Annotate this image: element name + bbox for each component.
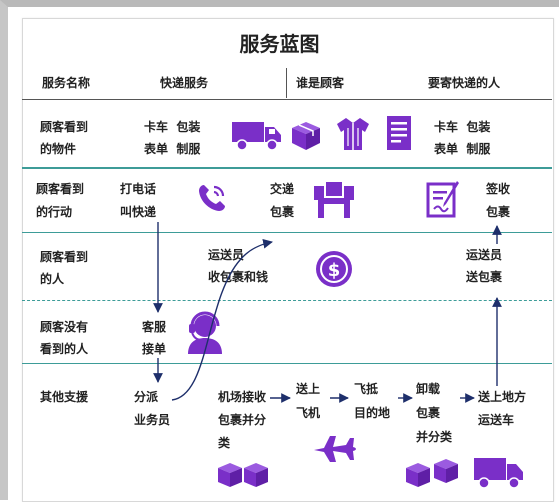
people-courier2-2: 送包裹	[466, 270, 503, 284]
people-courier-2: 收包裹和钱	[208, 270, 269, 284]
dollar-coin-icon: $	[315, 250, 353, 288]
uniform-icon	[335, 116, 371, 152]
row-actions-label-1: 顾客看到	[36, 182, 85, 196]
support-unload-2: 包裹	[416, 406, 441, 420]
airplane-icon	[312, 432, 358, 464]
support-plane-2: 飞机	[296, 406, 321, 420]
box-icon	[290, 120, 322, 152]
sign-form-icon	[426, 180, 462, 218]
support-truck-2: 运送车	[478, 413, 515, 427]
support-unload-1: 卸载	[416, 382, 441, 396]
support-plane-1: 送上	[296, 382, 321, 396]
svg-text:$: $	[328, 260, 341, 281]
row-actions-label-2: 的行动	[36, 205, 73, 219]
row-objects-label-2: 的物件	[40, 142, 77, 156]
support-arrive-1: 飞抵	[354, 382, 379, 396]
action-call-1: 打电话	[120, 182, 157, 196]
action-sign-1: 签收	[486, 182, 511, 196]
row-support-label: 其他支援	[40, 390, 89, 404]
row-divider-3	[22, 300, 552, 301]
support-truck-1: 送上地方	[478, 390, 527, 404]
row-objects-label-1: 顾客看到	[40, 120, 89, 134]
delivery-van-icon	[474, 456, 524, 490]
phone-icon	[196, 182, 228, 214]
arrow-dispatch-to-courier	[171, 238, 273, 401]
support-arrive-2: 目的地	[354, 406, 391, 420]
objects-right-1: 卡车 包装	[434, 120, 491, 134]
hidden-cs-2: 接单	[142, 342, 167, 356]
box-stack-icon-2	[404, 456, 462, 488]
handover-icon	[312, 180, 356, 220]
header-divider	[22, 99, 552, 100]
header-vertical-divider	[286, 68, 287, 98]
support-unload-3: 并分类	[416, 430, 453, 444]
people-courier-1: 运送员	[208, 248, 245, 262]
objects-right-2: 表单 制服	[434, 142, 491, 156]
row-hidden-label-2: 看到的人	[40, 342, 89, 356]
page-title: 服务蓝图	[239, 32, 320, 56]
support-dispatch-1: 分派	[134, 390, 159, 404]
header-customer-label: 谁是顾客	[296, 76, 345, 90]
blueprint-card	[22, 18, 554, 502]
support-dispatch-2: 业务员	[134, 413, 171, 427]
support-airport-2: 包裹并分	[218, 413, 267, 427]
header-service-name-value: 快递服务	[160, 76, 209, 90]
action-sign-2: 包裹	[486, 205, 511, 219]
people-courier2-1: 运送员	[466, 248, 503, 262]
form-icon	[386, 115, 412, 151]
hidden-cs-1: 客服	[142, 320, 167, 334]
support-airport-3: 类	[218, 436, 231, 450]
truck-icon	[232, 118, 282, 152]
header-service-name-label: 服务名称	[42, 76, 91, 90]
action-deliver-1: 交递	[270, 182, 295, 196]
row-hidden-label-1: 顾客没有	[40, 320, 89, 334]
row-divider-2	[22, 232, 552, 233]
support-airport-1: 机场接收	[218, 390, 267, 404]
row-divider-1	[22, 167, 552, 169]
objects-left-1: 卡车 包装	[144, 120, 201, 134]
row-people-label-2: 的人	[40, 272, 65, 286]
action-call-2: 叫快递	[120, 205, 157, 219]
row-divider-4	[22, 363, 552, 364]
row-people-label-1: 顾客看到	[40, 250, 89, 264]
action-deliver-2: 包裹	[270, 205, 295, 219]
header-customer-value: 要寄快递的人	[428, 76, 501, 90]
objects-left-2: 表单 制服	[144, 142, 201, 156]
box-stack-icon	[216, 458, 272, 488]
